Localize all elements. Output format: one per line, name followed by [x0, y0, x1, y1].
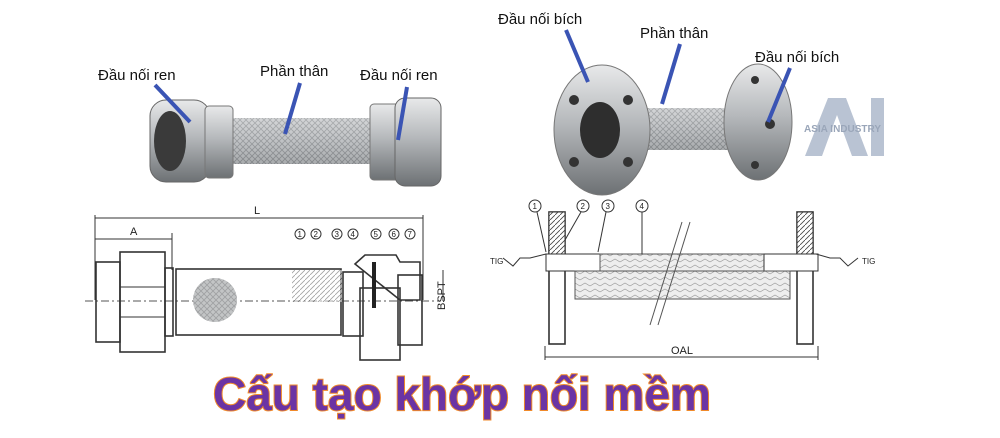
- label-flanged-body: Phần thân: [640, 25, 708, 42]
- arrow-icon: [153, 82, 409, 141]
- callout-4: 4: [640, 202, 645, 211]
- dim-OAL: OAL: [671, 345, 693, 357]
- label-flanged-left-end: Đầu nối bích: [498, 11, 582, 28]
- flanged-technical-drawing: OAL TIG TIG 1 2 3 4: [490, 199, 875, 360]
- asia-industry-logo: ASIA INDUSTRY: [804, 98, 884, 156]
- weld-label-left: TIG: [490, 257, 503, 266]
- callout-3: 3: [606, 202, 611, 211]
- callout-7: 7: [408, 230, 413, 239]
- callouts-threaded: 1 2 3 4 5 6 7: [294, 228, 416, 240]
- label-threaded-left-end: Đầu nối ren: [98, 67, 176, 84]
- callout-4: 4: [351, 230, 356, 239]
- dim-BSPT: BSPT: [436, 281, 448, 310]
- page-title: Cấu tạo khớp nối mềm: [213, 368, 711, 420]
- threaded-hose-photo: [149, 97, 442, 187]
- callout-5: 5: [374, 230, 379, 239]
- callouts-flanged: 1 2 3 4: [528, 199, 649, 254]
- callout-1: 1: [533, 202, 538, 211]
- callout-6: 6: [392, 230, 397, 239]
- callout-3: 3: [335, 230, 340, 239]
- weld-label-right: TIG: [862, 257, 875, 266]
- label-threaded-body: Phần thân: [260, 63, 328, 80]
- callout-1: 1: [298, 230, 303, 239]
- callout-2: 2: [581, 202, 586, 211]
- arrow-icon: [564, 29, 792, 123]
- dim-A: A: [130, 226, 138, 238]
- label-threaded-right-end: Đầu nối ren: [360, 67, 438, 84]
- flanged-hose-photo: [553, 63, 793, 196]
- logo-text: ASIA INDUSTRY: [804, 124, 881, 135]
- dim-L: L: [254, 205, 260, 217]
- label-flanged-right-end: Đầu nối bích: [755, 49, 839, 66]
- threaded-technical-drawing: L A BSPT 1 2 3 4 5 6 7: [85, 205, 448, 361]
- callout-2: 2: [314, 230, 319, 239]
